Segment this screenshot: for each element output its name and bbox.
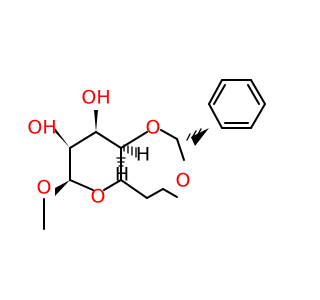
top-hydroxyl-label: OH [81,87,110,109]
pyranose-bond [69,131,97,149]
acetal-bond [160,129,178,140]
phenyl-bond [208,79,223,105]
acetal-lower-oxygen-label: O [176,170,191,192]
acetal-bond [146,188,164,199]
left-hydroxyl-label: OH [27,117,56,139]
pyranose-bond [103,179,122,191]
acetal-upper-oxygen-label: O [146,117,161,139]
phenyl-bond [208,103,223,129]
pyranose-bond [69,179,94,191]
acetal-wedge [191,128,209,146]
hydroxyl-wedge [55,128,70,148]
chemical-structure-diagram: OH OH O O O O H H [27,79,266,230]
pyranose-oxygen-label: O [91,186,106,208]
upper-hydrogen-label: H [136,144,150,166]
phenyl-inner-double-bond [247,84,260,105]
phenyl-bond [250,79,266,105]
acetal-bond [176,138,185,161]
acetal-bond [162,188,178,198]
phenyl-bond [250,103,266,129]
hydroxyl-wedge [94,110,98,132]
acetal-bond [120,179,148,199]
phenyl-inner-double-bond [213,84,226,105]
lower-hydrogen-label: H [115,164,129,186]
methoxy-oxygen-label: O [37,177,52,199]
pyranose-bond [95,131,122,149]
upper-hydrogen-hashed-bond [123,144,137,158]
acetal-bond [120,131,148,149]
benzylic-hashed-bond [186,128,202,141]
lower-hydrogen-hashed-bond [116,157,126,177]
methoxy-wedge [55,180,70,196]
